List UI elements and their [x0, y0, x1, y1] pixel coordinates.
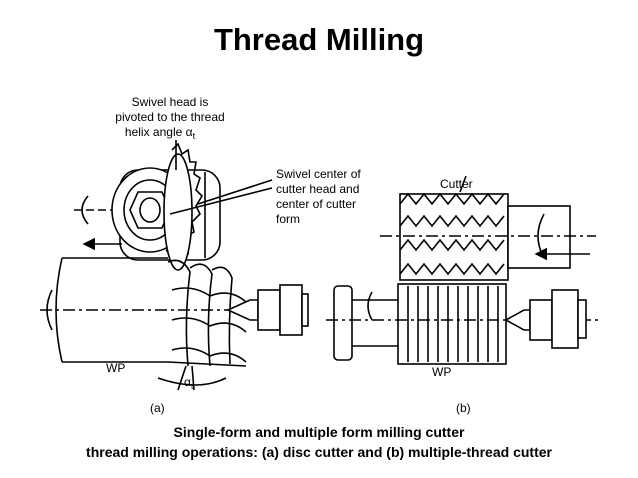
angle-label-a: αt	[184, 375, 194, 391]
workpiece-b	[326, 283, 600, 365]
center-note-line-1: Swivel center of	[276, 167, 361, 181]
center-note-line-3: center of cutter	[276, 197, 356, 211]
swivel-note-line-3: helix angle αt	[125, 125, 196, 141]
tailstock-a	[226, 284, 309, 336]
caption-line-1: Single-form and multiple form milling cu…	[173, 424, 465, 440]
swivel-note-line-1: Swivel head is	[132, 95, 209, 109]
panel-a-label: (a)	[150, 401, 165, 415]
workpiece-label-a: WP	[106, 361, 125, 375]
panel-a-drawing	[40, 140, 309, 391]
workpiece-shaft-a	[40, 257, 248, 363]
caption-line-2: thread milling operations: (a) disc cutt…	[86, 444, 552, 460]
swivel-note-line-2: pivoted to the thread	[115, 110, 224, 124]
center-note-line-2: cutter head and	[276, 182, 359, 196]
panel-b-drawing	[326, 175, 600, 365]
cutter-label-b: Cutter	[440, 177, 473, 191]
slide-title: Thread Milling	[213, 22, 425, 57]
threaded-portion-a	[167, 259, 247, 367]
workpiece-label-b: WP	[432, 365, 451, 379]
panel-b-label: (b)	[456, 401, 471, 415]
multiple-thread-cutter	[380, 175, 596, 281]
tailstock-b	[504, 289, 587, 349]
center-note-line-4: form	[276, 212, 300, 226]
